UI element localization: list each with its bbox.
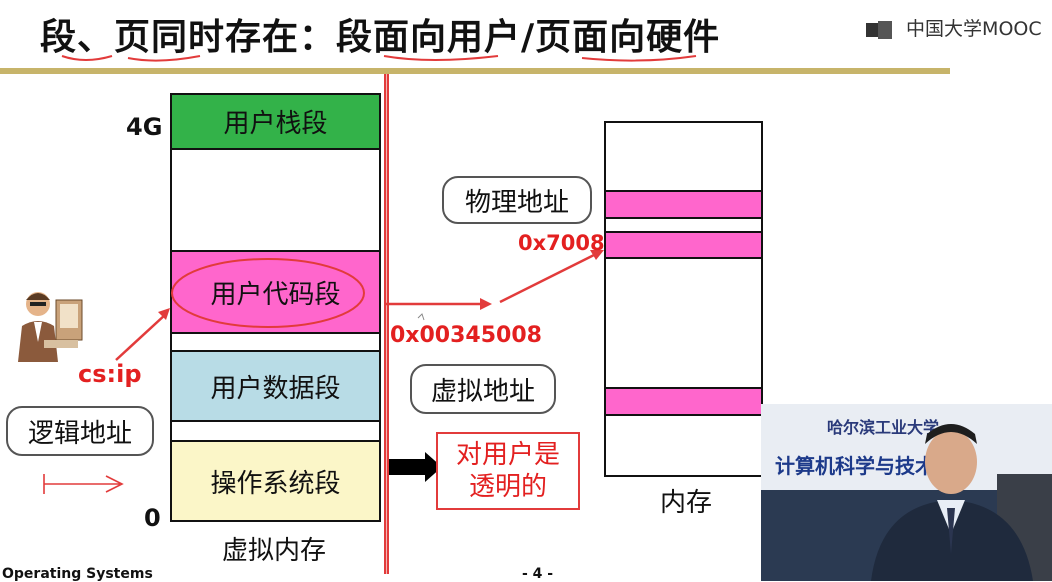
handwritten-arrow: [43, 474, 124, 494]
transparent-note: 对用户是 透明的: [436, 432, 580, 510]
physical-address-callout: 物理地址: [442, 176, 592, 224]
segment-user-stack: 用户栈段: [172, 95, 379, 150]
mooc-logo-text: 中国大学MOOC: [906, 18, 1042, 40]
segment-user-data: 用户数据段: [172, 352, 379, 422]
lecturer-figure: [871, 424, 1052, 581]
segment-gap: [172, 150, 379, 252]
diagram-arrows: [43, 250, 604, 494]
black-arrow: [425, 452, 442, 482]
virtual-address-callout: 虚拟地址: [410, 364, 556, 414]
vm-caption: 虚拟内存: [222, 536, 327, 566]
segment-gap: [172, 334, 379, 352]
segment-gap: [172, 422, 379, 442]
page-frame: [606, 387, 761, 416]
virtual-memory-block: 用户栈段 用户代码段 用户数据段 操作系统段: [170, 93, 381, 522]
logical-address-callout: 逻辑地址: [6, 406, 154, 456]
segment-os: 操作系统段: [172, 442, 379, 520]
page-frame: [606, 190, 761, 219]
mooc-logo-icon: [866, 20, 892, 39]
vm-top-label: 4G: [126, 113, 163, 141]
user-avatar-icon: [18, 292, 83, 362]
page-frame: [606, 231, 761, 259]
virtual-address-value: 0x00345008: [390, 323, 542, 348]
code-segment-circle: [171, 258, 365, 328]
title-annotation-strokes: [61, 55, 697, 62]
physical-memory-block: [604, 121, 763, 477]
csip-arrow: [115, 313, 167, 361]
footer-course: Operating Systems: [2, 566, 153, 582]
slide-title: 段、页同时存在：段面向用户/页面向硬件: [40, 17, 721, 58]
divider-line: [384, 74, 389, 574]
physical-memory-caption: 内存: [660, 488, 713, 518]
lecturer-video: 哈尔滨工业大学 计算机科学与技术学院: [761, 404, 1052, 581]
mooc-logo: 中国大学MOOC: [866, 14, 1042, 41]
vm-bottom-label: 0: [144, 504, 161, 532]
footer-page-number: - 4 -: [522, 566, 554, 582]
physical-address-value: 0x7008: [518, 231, 605, 255]
title-rule: [0, 68, 950, 74]
cs-ip-label: cs:ip: [78, 360, 142, 388]
physical-address-arrow: [499, 252, 597, 304]
video-banner-line1: 哈尔滨工业大学: [827, 418, 940, 437]
segment-user-code: 用户代码段: [172, 252, 379, 334]
